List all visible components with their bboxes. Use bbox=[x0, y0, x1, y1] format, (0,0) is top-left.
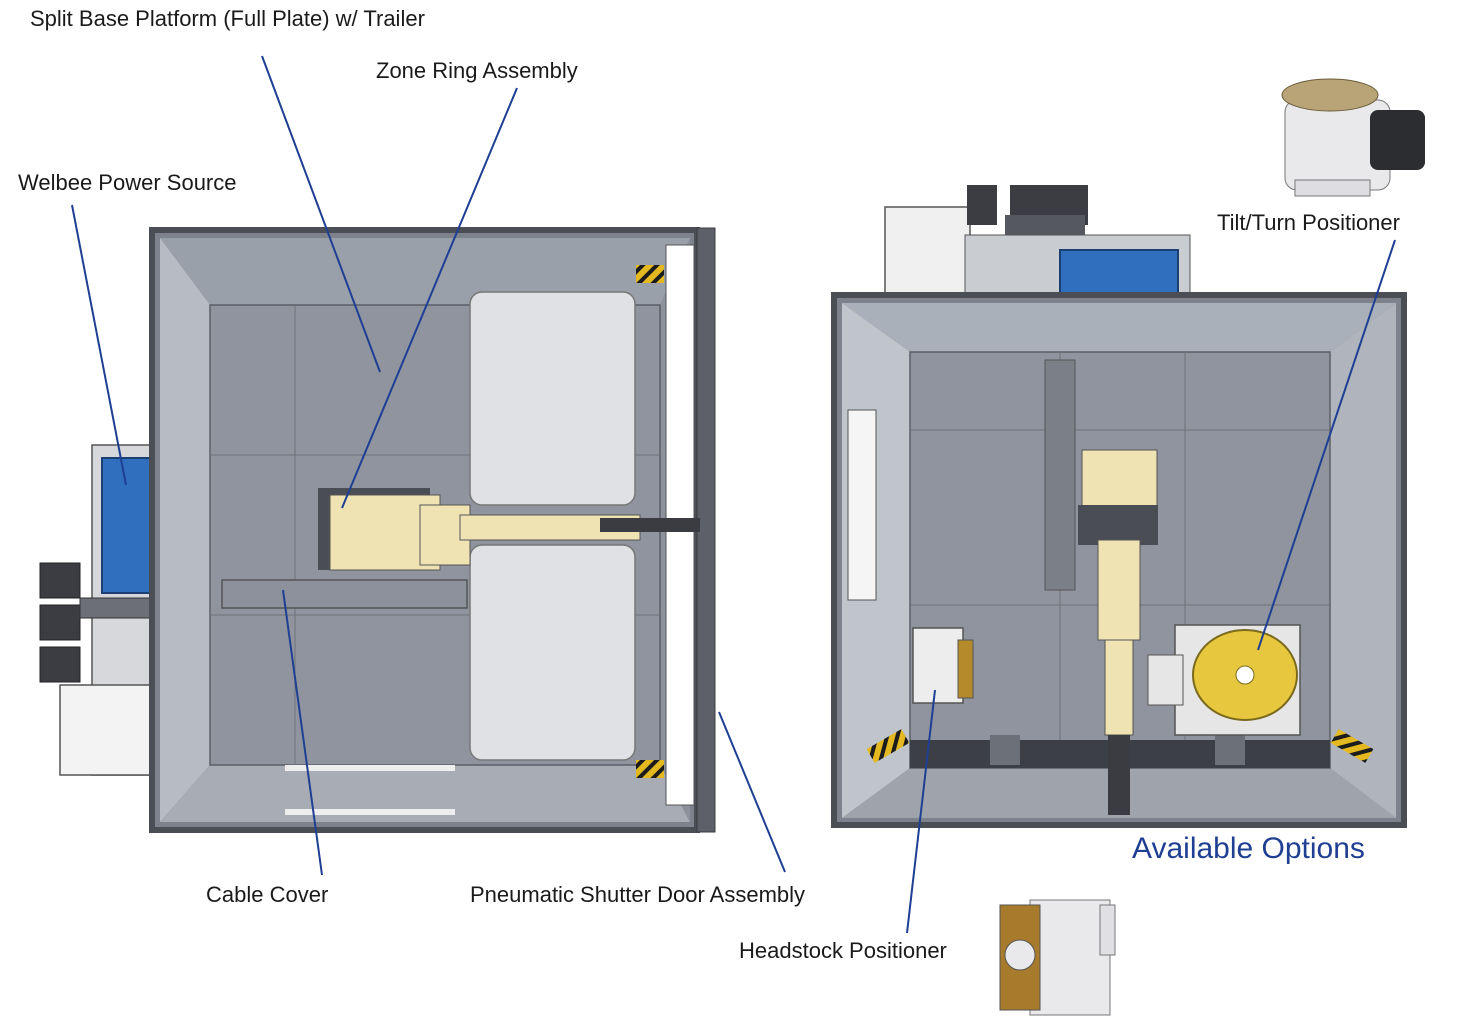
leader-cable-cover bbox=[282, 589, 323, 876]
label-pneumatic-shutter-door: Pneumatic Shutter Door Assembly bbox=[470, 882, 806, 907]
label-split-base-platform: Split Base Platform (Full Plate) w/ Trai… bbox=[30, 6, 425, 31]
label-available-options: Available Options bbox=[1132, 832, 1365, 865]
leader-tilt-turn bbox=[1257, 239, 1396, 651]
label-zone-ring-assembly: Zone Ring Assembly bbox=[376, 58, 578, 83]
fixture-plate-top bbox=[469, 291, 636, 506]
leader-zone-ring bbox=[341, 87, 518, 509]
leader-lines bbox=[71, 55, 1396, 934]
label-headstock-positioner: Headstock Positioner bbox=[739, 938, 947, 963]
label-tilt-turn-positioner: Tilt/Turn Positioner bbox=[1217, 210, 1400, 235]
headstock-positioner-in-cell bbox=[912, 627, 974, 704]
leader-split-base bbox=[261, 55, 381, 373]
cable-cover bbox=[221, 579, 468, 609]
right-cell bbox=[831, 185, 1407, 828]
left-robot bbox=[318, 488, 700, 571]
tilt-turn-positioner-in-cell bbox=[1147, 624, 1301, 736]
right-robot bbox=[1078, 449, 1158, 815]
label-cable-cover: Cable Cover bbox=[206, 882, 329, 907]
leader-shutter-door bbox=[718, 711, 786, 873]
leader-welbee bbox=[71, 204, 127, 486]
leader-headstock bbox=[906, 689, 936, 934]
label-welbee-power-source: Welbee Power Source bbox=[18, 170, 237, 195]
left-cell bbox=[39, 227, 716, 833]
tilt-turn-positioner-thumbnail bbox=[1281, 78, 1425, 197]
headstock-positioner-thumbnail bbox=[999, 899, 1116, 1016]
fixture-plate-bottom bbox=[469, 544, 636, 761]
